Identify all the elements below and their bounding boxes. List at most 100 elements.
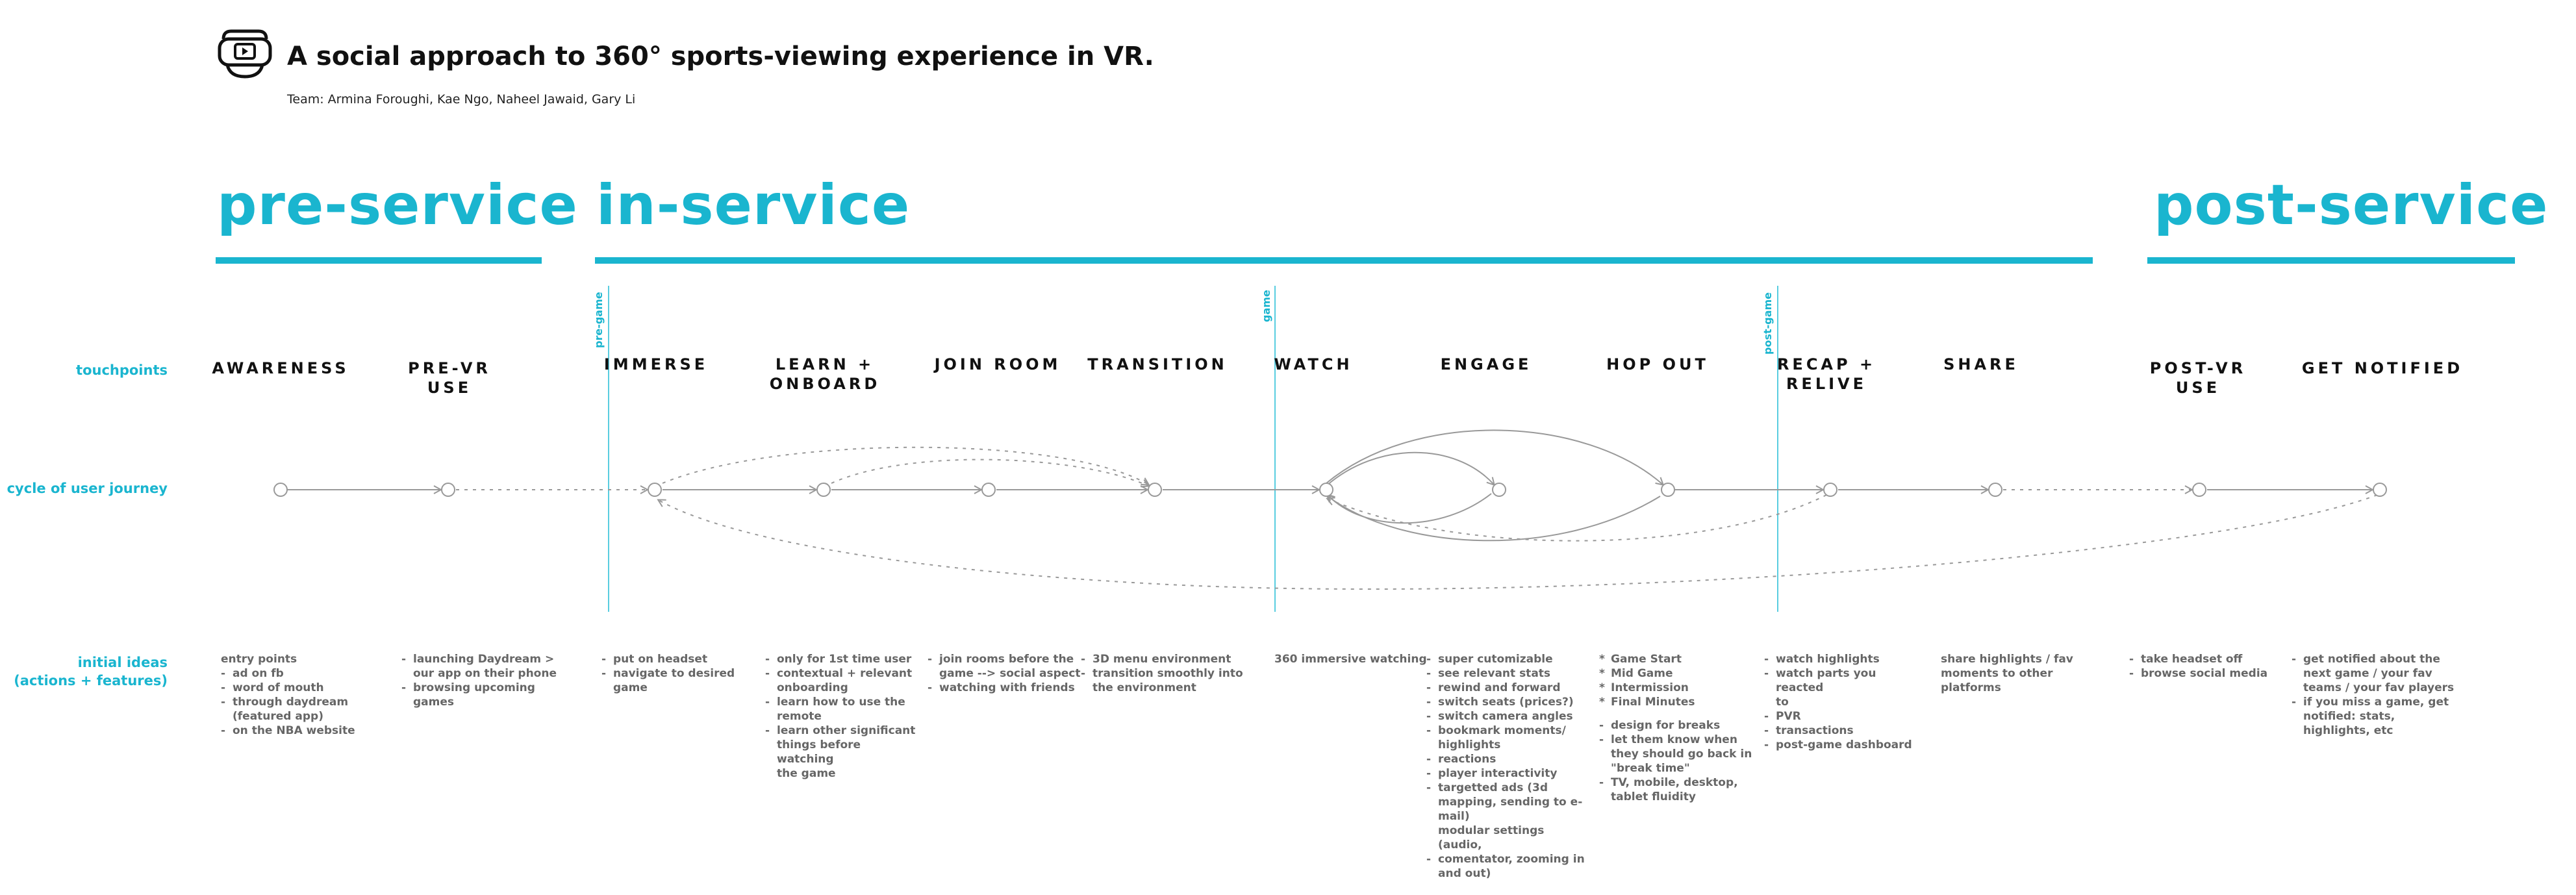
idea-item: TV, mobile, desktop, — [1599, 775, 1762, 790]
idea-item: highlights, etc — [2303, 724, 2393, 737]
edge-notified-immerse-dashed — [659, 494, 2378, 590]
idea-item: moments to other — [1941, 667, 2053, 680]
phase-post-service: post-service — [2154, 173, 2549, 238]
idea-item: take headset off — [2129, 652, 2279, 666]
idea-item: transition smoothly into — [1081, 666, 1243, 681]
idea-item: highlights — [1438, 738, 1501, 751]
idea-item: get notified about the — [2292, 652, 2460, 666]
idea-item: watching with friends — [928, 681, 1083, 695]
idea-item: "break time" — [1611, 762, 1690, 775]
idea-item: mapping, sending to e- — [1438, 796, 1583, 809]
stage-watch: WATCH — [1274, 355, 1352, 374]
node-immerse — [648, 483, 662, 497]
stage-label: LEARN + — [775, 355, 875, 373]
idea-item: switch camera angles — [1426, 709, 1589, 724]
stage-label: GET NOTIFIED — [2301, 359, 2464, 377]
node-share — [1988, 483, 2002, 497]
ideas-watch: 360 immersive watching — [1274, 652, 1430, 666]
node-hopout — [1661, 483, 1675, 497]
idea-item: browsing upcoming — [401, 681, 557, 695]
stage-label: IMMERSE — [603, 355, 709, 373]
stage-label: WATCH — [1274, 355, 1353, 373]
row-label-touchpoints: touchpoints — [76, 362, 168, 378]
idea-item: contextual + relevant — [765, 666, 921, 681]
stage-hop-out: HOP OUT — [1606, 355, 1709, 374]
ideas-join-room: join rooms before the game --> social as… — [928, 652, 1083, 695]
stage-get-notified: GET NOTIFIED — [2302, 359, 2463, 378]
idea-item: and out) — [1438, 867, 1491, 880]
ideas-awareness: entry points ad on fb word of mouth thro… — [221, 652, 370, 738]
stage-label: SHARE — [1943, 355, 2019, 373]
idea-item: Intermission — [1599, 681, 1762, 695]
row-label-cycle: cycle of user journey — [6, 481, 168, 496]
stage-label: POST-VR — [2149, 359, 2247, 377]
ideas-share: share highlights / fav moments to other … — [1941, 652, 2090, 695]
stage-label-line2: USE — [2175, 379, 2221, 397]
node-postvr — [2192, 483, 2206, 497]
edge-engage-watch — [1328, 493, 1492, 524]
idea-item: tablet fluidity — [1611, 790, 1696, 803]
idea-item: reactions — [1426, 752, 1589, 766]
idea-item: rewind and forward — [1426, 681, 1589, 695]
divider-pre-game — [608, 286, 609, 612]
ideas-transition: 3D menu environment transition smoothly … — [1081, 652, 1243, 695]
idea-item: super cutomizable — [1426, 652, 1589, 666]
idea-item: Final Minutes — [1599, 695, 1762, 709]
node-awareness — [273, 483, 288, 497]
stage-label: JOIN ROOM — [934, 355, 1061, 373]
edge-watch-engage — [1326, 451, 1494, 486]
ideas-post-vr: take headset off browse social media — [2129, 652, 2279, 681]
idea-item: watch parts you reacted — [1764, 666, 1926, 695]
ideas-engage: super cutomizable see relevant stats rew… — [1426, 652, 1589, 881]
edge-hopout-watch — [1328, 496, 1661, 542]
stage-awareness: AWARENESS — [212, 359, 349, 378]
idea-item: share highlights / fav — [1941, 653, 2073, 666]
idea-item: only for 1st time user — [765, 652, 921, 666]
phase-pre-service: pre-service — [217, 173, 578, 238]
stage-engage: ENGAGE — [1441, 355, 1532, 374]
ideas-recap-relive: watch highlights watch parts you reacted… — [1764, 652, 1926, 752]
idea-item: watch highlights — [1764, 652, 1926, 666]
phase-bar-pre-service — [216, 257, 542, 264]
stage-label: PRE-VR — [408, 359, 491, 377]
idea-item: put on headset — [601, 652, 751, 666]
idea-item: (featured app) — [233, 710, 323, 723]
idea-item: join rooms before the — [928, 652, 1083, 666]
idea-item: entry points — [221, 653, 297, 666]
idea-item: onboarding — [777, 681, 848, 694]
idea-gap — [1599, 709, 1762, 718]
idea-item: transactions — [1764, 724, 1926, 738]
ideas-hop-out: Game Start Mid Game Intermission Final M… — [1599, 652, 1762, 804]
idea-item: next game / your fav — [2303, 667, 2432, 680]
ideas-pre-vr: launching Daydream > our app on their ph… — [401, 652, 557, 709]
idea-item: notified: stats, — [2303, 710, 2395, 723]
idea-item: remote — [777, 710, 822, 723]
divider-post-game — [1777, 286, 1778, 612]
idea-item: game --> social aspect — [939, 667, 1081, 680]
team-credits: Team: Armina Foroughi, Kae Ngo, Naheel J… — [287, 92, 636, 107]
node-prevr — [441, 483, 455, 497]
idea-item: to — [1776, 696, 1789, 709]
idea-item: learn other significant — [765, 724, 921, 738]
idea-item: the environment — [1092, 681, 1196, 694]
ideas-learn-onboard: only for 1st time user contextual + rele… — [765, 652, 921, 781]
idea-item: switch seats (prices?) — [1426, 695, 1589, 709]
idea-item: platforms — [1941, 681, 2001, 694]
row-label-ideas: initial ideas (actions + features) — [14, 653, 168, 690]
stage-learn-onboard: LEARN + ONBOARD — [770, 355, 881, 394]
idea-item: if you miss a game, get — [2292, 695, 2460, 709]
idea-item: post-game dashboard — [1764, 738, 1926, 752]
idea-item: our app on their phone — [413, 667, 557, 680]
idea-item: browse social media — [2129, 666, 2279, 681]
stage-transition: TRANSITION — [1087, 355, 1228, 374]
idea-item: bookmark moments/ — [1426, 724, 1589, 738]
edge-immerse-transition-dashed — [662, 446, 1148, 485]
stage-label-line2: RELIVE — [1786, 375, 1867, 393]
node-join-room — [981, 483, 996, 497]
stage-label-line2: ONBOARD — [769, 375, 881, 393]
phase-in-service: in-service — [596, 173, 911, 238]
stage-join-room: JOIN ROOM — [935, 355, 1061, 374]
idea-item: word of mouth — [221, 681, 370, 695]
row-label-ideas-line1: initial ideas — [77, 655, 168, 670]
